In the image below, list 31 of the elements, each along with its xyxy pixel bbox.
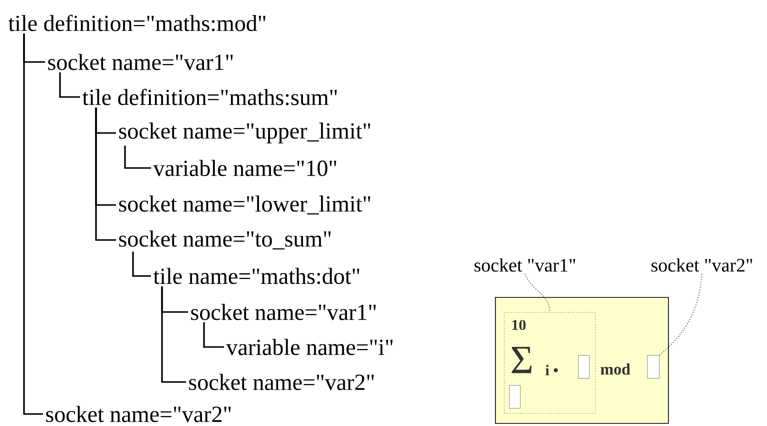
tree-connector (161, 286, 186, 383)
tree-connector (95, 107, 116, 241)
empty-slot (647, 355, 660, 379)
tile-text: 10 (512, 320, 526, 330)
tile-text: Σ (512, 346, 532, 374)
tree-item: socket name="upper_limit" (119, 122, 370, 144)
tile-text: mod (600, 363, 630, 375)
tree-connector (23, 33, 43, 415)
tree-connector (132, 252, 151, 277)
socket-outline (504, 312, 596, 414)
tree-item: socket name="var2" (189, 374, 374, 390)
tile-text: i • (546, 364, 558, 376)
tree-connector (124, 146, 151, 169)
tree-connector (203, 322, 224, 348)
tree-item: socket name="var2" (46, 406, 231, 422)
tree-item: variable name="i" (226, 338, 393, 356)
tree-connector (59, 72, 80, 98)
tree-item: tile name="maths:dot" (153, 268, 360, 284)
tree-item: tile definition="maths:mod" (8, 14, 266, 32)
empty-slot (509, 385, 521, 409)
tree-item: socket name="var1" (191, 304, 376, 320)
leader-line (524, 273, 550, 312)
tree-item: socket name="to_sum" (119, 230, 331, 250)
tree-item: socket name="var1" (48, 54, 233, 70)
callout-label: socket "var2" (652, 258, 752, 272)
tile-box (495, 297, 669, 424)
tree-item: variable name="10" (153, 160, 336, 176)
empty-slot (578, 355, 590, 379)
tree-item: tile definition="maths:sum" (82, 88, 337, 106)
tree-item: socket name="lower_limit" (119, 196, 370, 214)
callout-label: socket "var1" (474, 258, 576, 272)
